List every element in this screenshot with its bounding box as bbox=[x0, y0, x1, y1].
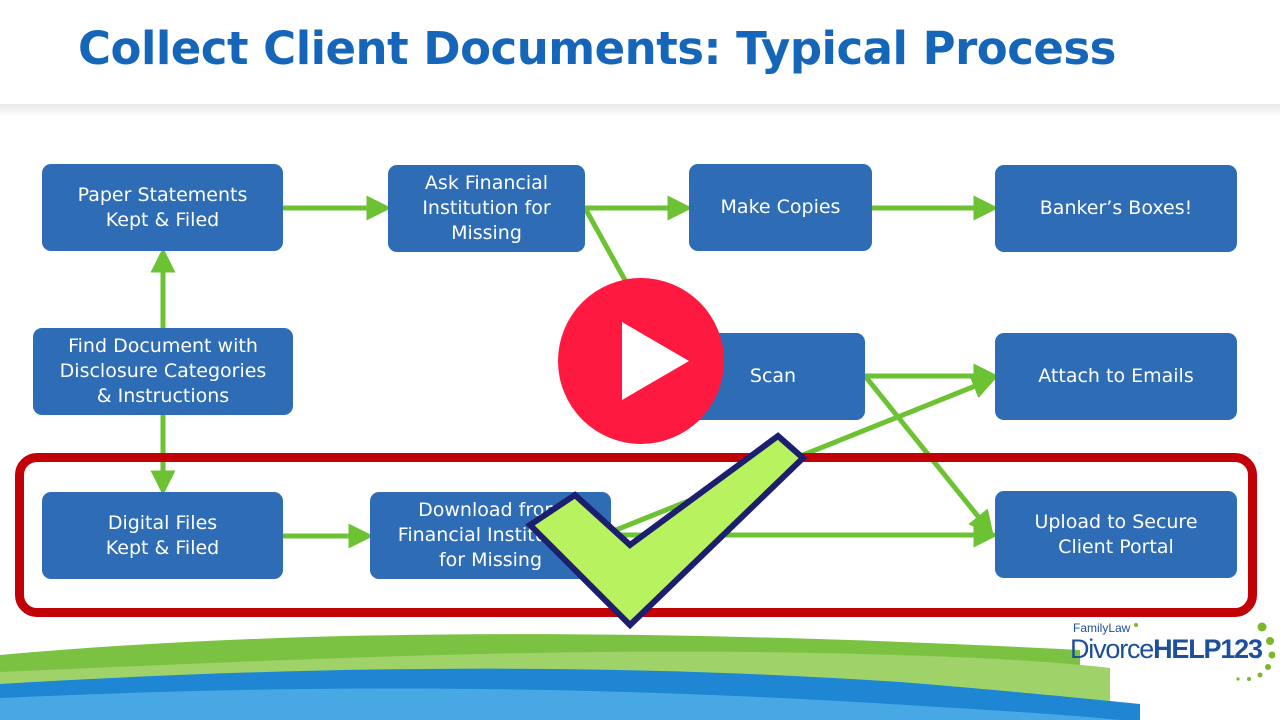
node-boxes-label: Banker’s Boxes! bbox=[1039, 197, 1193, 219]
play-icon bbox=[622, 322, 689, 400]
logo-wordmark: DivorceHELP123 bbox=[1070, 634, 1263, 665]
logo-dots-icon bbox=[1134, 622, 1275, 681]
play-button[interactable] bbox=[558, 278, 724, 444]
node-emails: Attach to Emails bbox=[995, 333, 1237, 420]
node-copies-label: Make Copies bbox=[720, 196, 841, 218]
company-logo: FamilyLaw DivorceHELP123 bbox=[1060, 617, 1275, 687]
logo-tagline: FamilyLaw bbox=[1073, 621, 1131, 635]
logo-wordmark-light: Divorce bbox=[1070, 634, 1154, 664]
slide-title: Collect Client Documents: Typical Proces… bbox=[78, 22, 1116, 75]
logo-wordmark-bold: HELP123 bbox=[1153, 634, 1263, 664]
node-boxes: Banker’s Boxes! bbox=[995, 165, 1237, 252]
node-scan-label: Scan bbox=[749, 365, 797, 387]
node-copies: Make Copies bbox=[689, 164, 872, 251]
node-emails-label: Attach to Emails bbox=[1038, 365, 1194, 387]
title-divider bbox=[0, 104, 1280, 118]
